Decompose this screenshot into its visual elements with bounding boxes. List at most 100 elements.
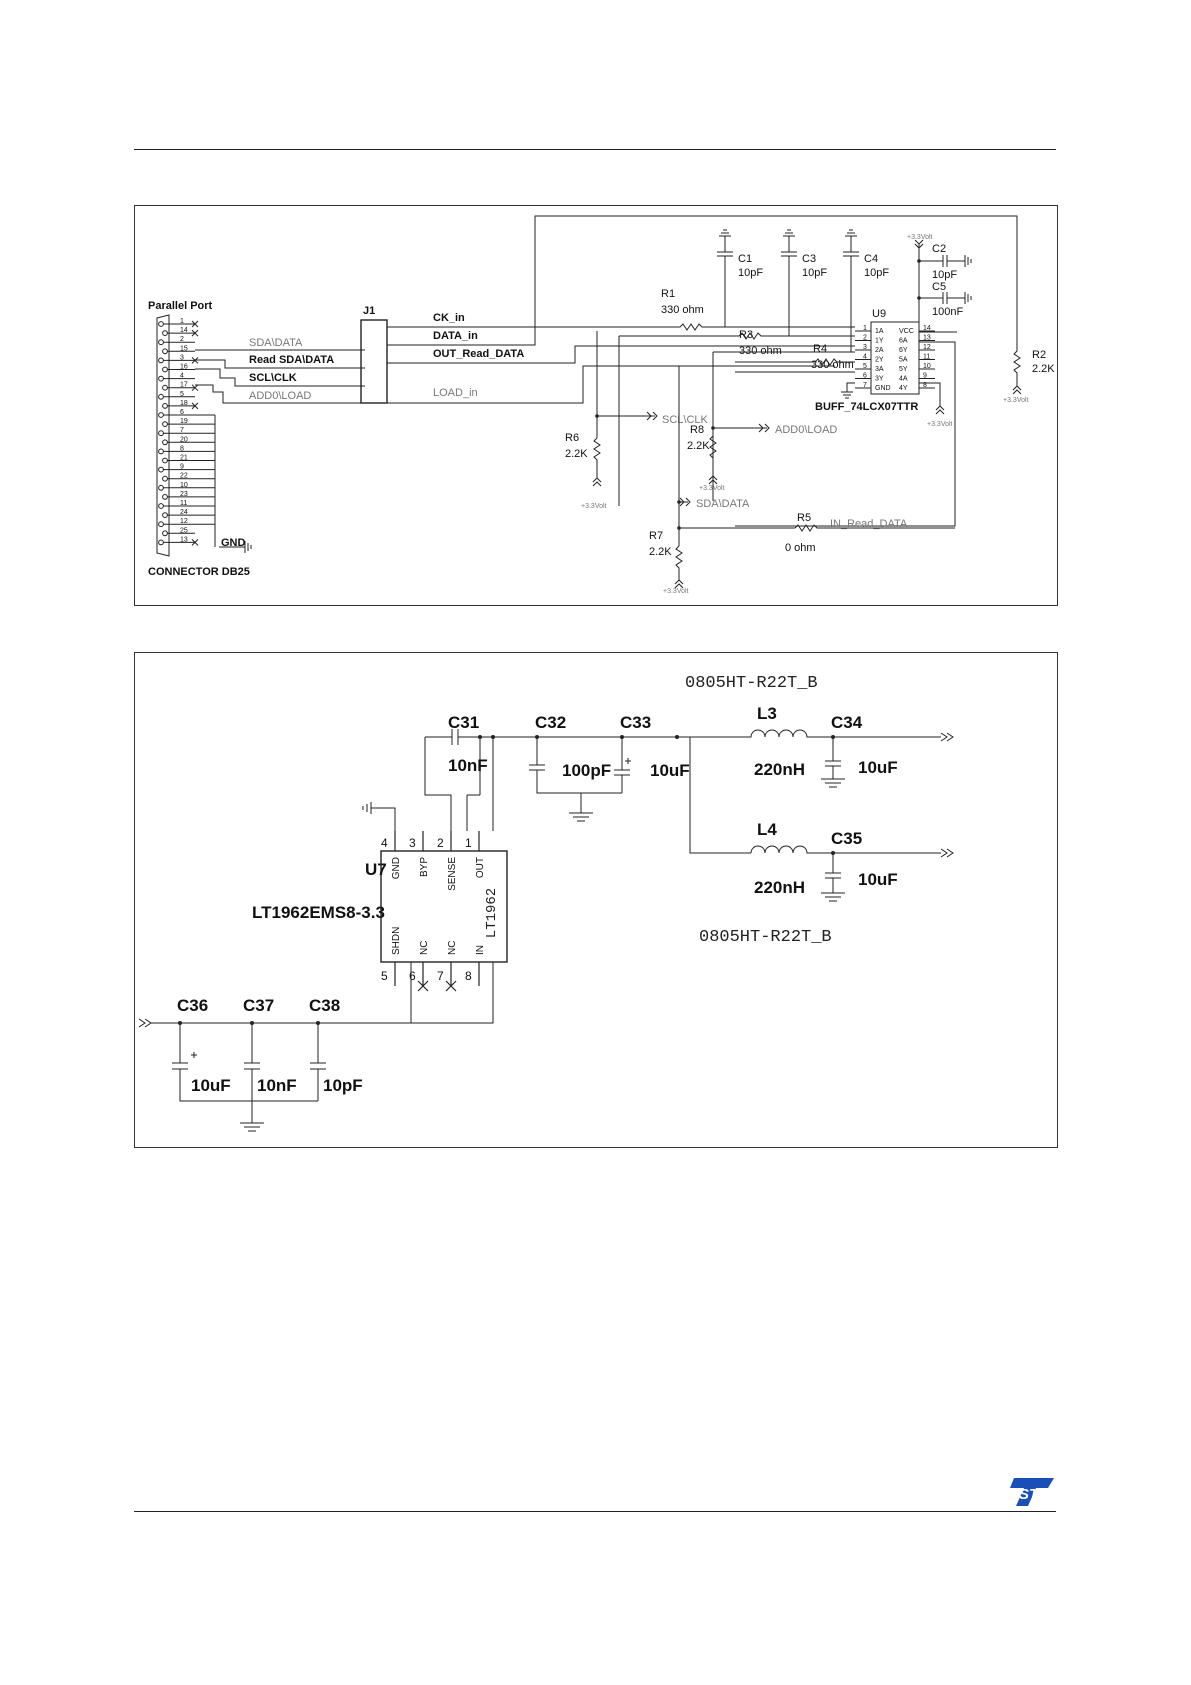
db25-pin-number: 10: [180, 482, 188, 489]
c2-ref: C2: [932, 243, 946, 255]
c35-ref: C35: [831, 829, 862, 848]
r5-ref: R5: [797, 512, 811, 524]
port-signal-scl: SCL\CLK: [249, 372, 297, 384]
c5-ref: C5: [932, 281, 946, 293]
net-in-read-data: IN_Read_DATA: [830, 518, 908, 530]
capacitor-c3: [781, 229, 797, 336]
db25-pin: [162, 475, 168, 482]
supply-label-r7: +3.3Volt: [663, 588, 689, 595]
c33-value: 10uF: [650, 761, 690, 780]
db25-pin-number: 22: [180, 473, 188, 480]
db25-pin: [158, 412, 164, 418]
gnd-label: GND: [221, 537, 246, 549]
header-rule: [134, 149, 1056, 150]
r6-value: 2.2K: [565, 448, 588, 460]
supply-label-r6: +3.3Volt: [581, 503, 607, 510]
r2-value: 2.2K: [1032, 363, 1055, 375]
c37-value: 10nF: [257, 1076, 297, 1095]
c1-value: 10pF: [738, 267, 763, 279]
no-connect-mark: [417, 980, 429, 992]
u9-pin-number: 10: [923, 363, 931, 370]
capacitor-c2: [919, 255, 972, 267]
db25-pin-number: 5: [180, 391, 184, 398]
l4-ref: L4: [757, 820, 777, 839]
port-signal-sda: SDA\DATA: [249, 337, 303, 349]
c36-value: 10uF: [191, 1076, 231, 1095]
db25-pin-number: 18: [180, 400, 188, 407]
connector-title: Parallel Port: [148, 300, 213, 312]
capacitor-c5: [919, 292, 972, 304]
db25-pin-number: 16: [180, 364, 188, 371]
l3-ref: L3: [757, 704, 777, 723]
db25-pin: [162, 366, 168, 373]
c3-ref: C3: [802, 253, 816, 265]
db25-pin-number: 13: [180, 536, 188, 543]
u7-pin-name: GND: [391, 857, 402, 879]
capacitor-c33: [614, 737, 631, 793]
c34-ref: C34: [831, 713, 863, 732]
st-logo-text: ST: [1019, 1486, 1040, 1503]
capacitor-c34: [821, 737, 845, 788]
u9-pin-number: 13: [923, 335, 931, 342]
supply-label-r8: +3.3Volt: [699, 485, 725, 492]
u7-pin-name: SENSE: [447, 857, 458, 891]
regulator-schematic: 0805HT-R22T_B 0805HT-R22T_B C31 10nF C32…: [134, 652, 1058, 1148]
no-connect-mark: [191, 329, 199, 337]
capacitor-c38: [310, 1023, 326, 1101]
db25-pin: [162, 457, 168, 464]
db25-pin-number: 4: [180, 373, 184, 380]
db25-pin: [158, 430, 164, 437]
c4-value: 10pF: [864, 267, 889, 279]
supply-label-r2: +3.3Volt: [1003, 397, 1029, 404]
db25-pin: [162, 403, 168, 409]
db25-pin-number: 9: [180, 464, 184, 471]
net-data-in: DATA_in: [433, 330, 478, 342]
st-logo: ST: [1010, 1478, 1054, 1506]
jumper-ref: J1: [363, 305, 375, 317]
resistor-r8: [708, 435, 718, 485]
u9-pin-number: 2: [863, 335, 867, 342]
u7-pin-name: SHDN: [391, 927, 402, 955]
db25-pin-number: 1: [180, 318, 184, 325]
r5-value: 0 ohm: [785, 542, 816, 554]
no-connect-mark: [445, 980, 457, 992]
u7-pin-number: 8: [465, 969, 472, 983]
c37-ref: C37: [243, 996, 274, 1015]
ic-u9: [870, 321, 920, 395]
u7-pin-number: 4: [381, 836, 388, 850]
u9-pin-number: 7: [863, 382, 867, 389]
u7-pin-number: 5: [381, 969, 388, 983]
u9-pin-name: 1Y: [875, 338, 884, 345]
r2-ref: R2: [1032, 349, 1046, 361]
u9-pin-name: 5Y: [899, 366, 908, 373]
u9-pin-name: 3Y: [875, 376, 884, 383]
r7-value: 2.2K: [649, 546, 672, 558]
db25-pin-number: 7: [180, 427, 184, 434]
resistor-r5: [794, 524, 955, 532]
net-load-in: LOAD_in: [433, 387, 478, 399]
c31-ref: C31: [448, 713, 479, 732]
resistor-r6: [592, 437, 602, 487]
jumper-j1: [360, 319, 388, 404]
u9-pin-name: GND: [875, 385, 891, 392]
db25-pin: [158, 503, 164, 509]
resistor-r3: [618, 332, 855, 506]
u9-pin-number: 1: [863, 325, 867, 332]
db25-pin: [158, 466, 164, 473]
c36-ref: C36: [177, 996, 208, 1015]
u7-pin-number: 3: [409, 836, 416, 850]
c5-value: 100nF: [932, 306, 963, 318]
resistor-r4: [712, 345, 855, 501]
capacitor-c32: [529, 737, 622, 794]
supply-label-u9: +3.3Volt: [927, 421, 953, 428]
net-scl-clk: SCL\CLK: [662, 414, 709, 426]
capacitor-c1: [717, 229, 733, 327]
r3-value: 330 ohm: [739, 345, 782, 357]
db25-pin: [158, 393, 164, 400]
resistor-r1: [647, 323, 855, 331]
u9-part: BUFF_74LCX07TTR: [815, 401, 918, 413]
no-connect-mark: [191, 320, 199, 328]
